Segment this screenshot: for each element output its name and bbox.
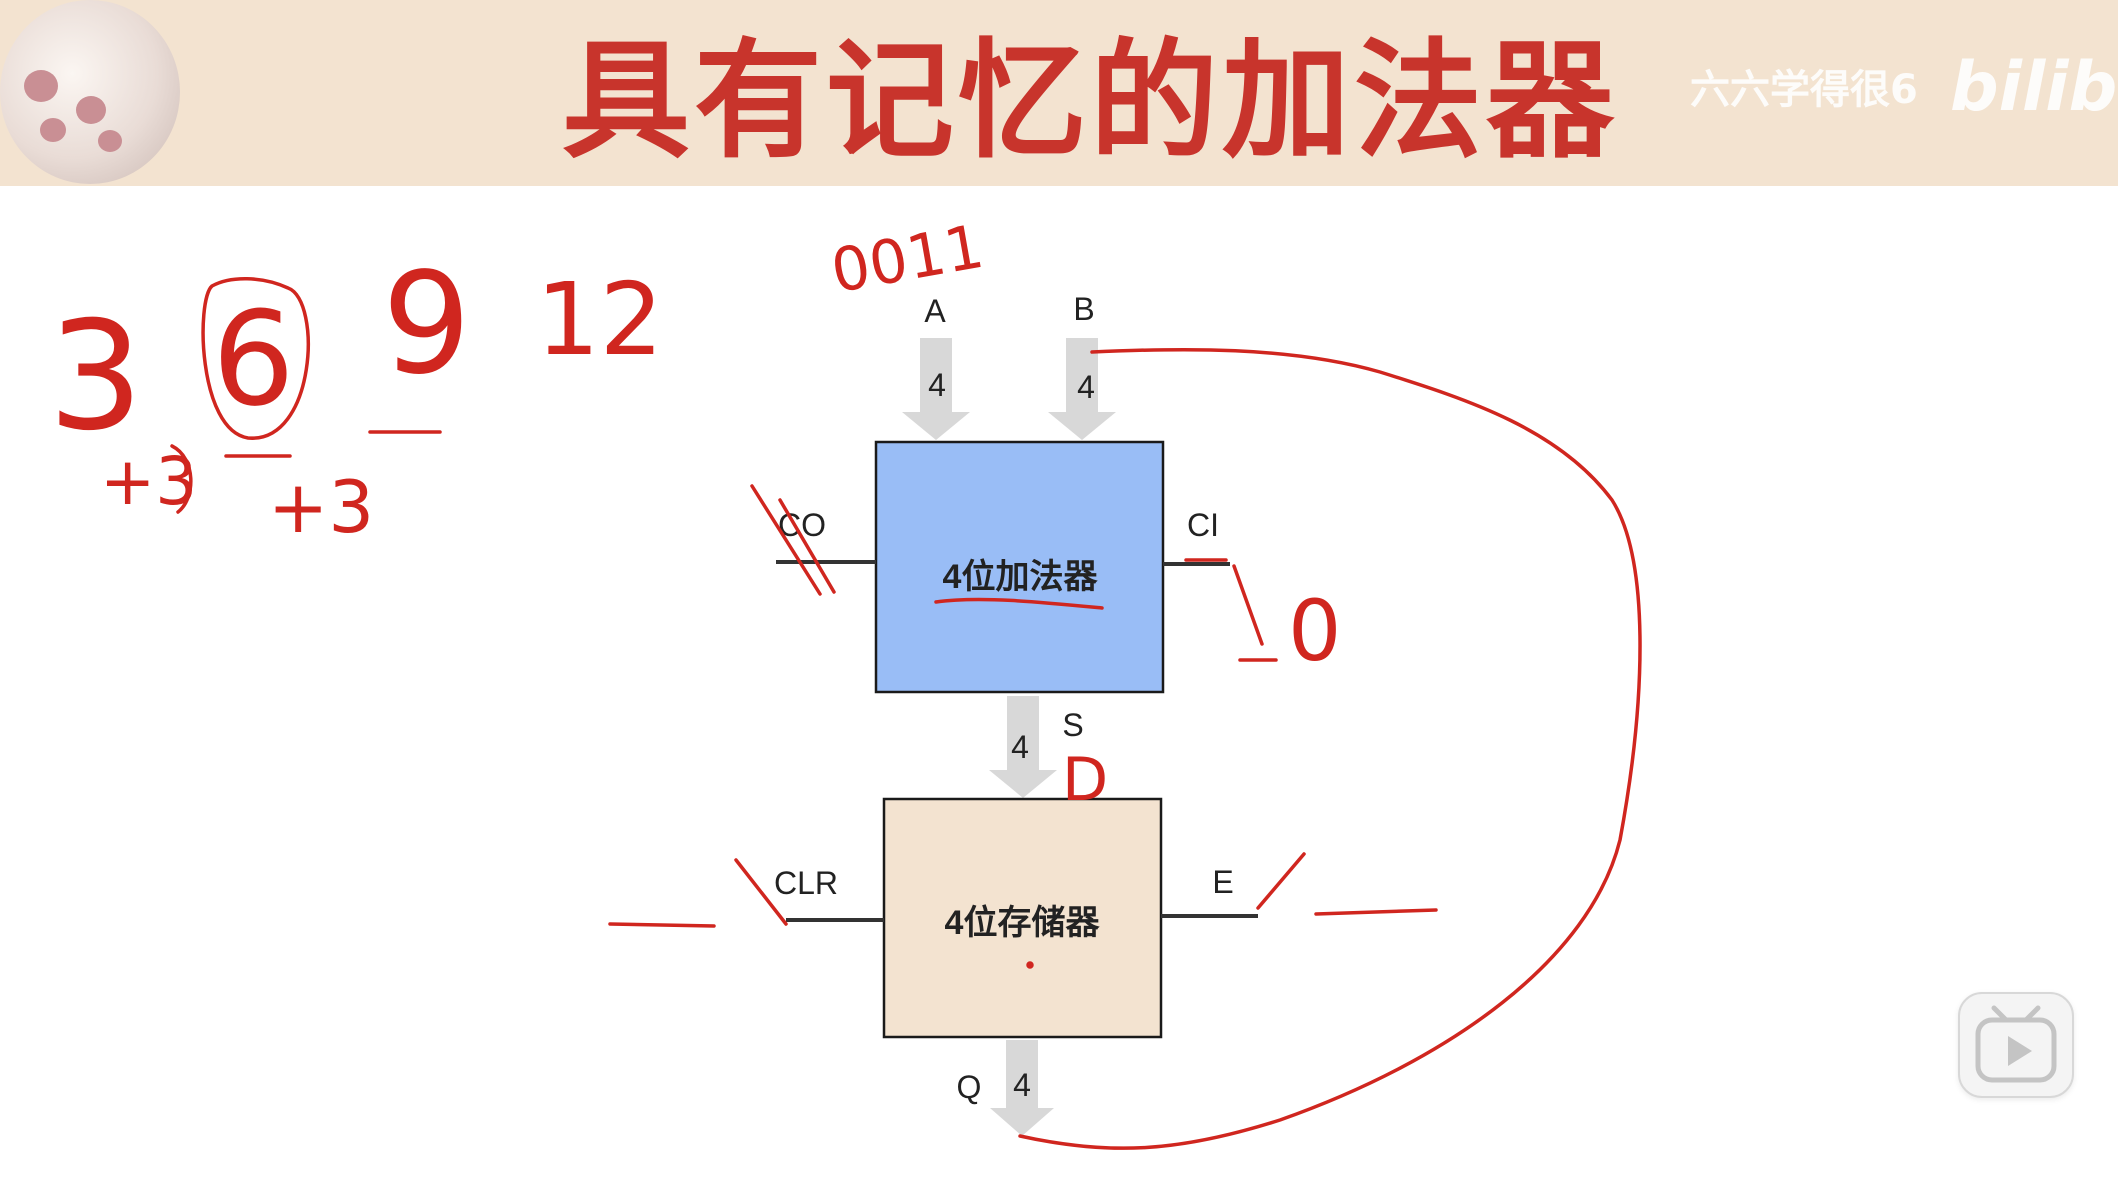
value-6-circle-stroke (201, 277, 310, 440)
register-dot (1026, 961, 1034, 969)
channel-watermark: 六六学得很6 (1690, 67, 1918, 113)
annotation-value-3: 3 (48, 290, 143, 464)
annotation-value-12: 12 (536, 261, 663, 378)
adder-underline-stroke (934, 597, 1104, 610)
register-block (882, 797, 1163, 1039)
carry-in-label: CI (1187, 507, 1219, 543)
sum-label: S (1062, 707, 1083, 743)
play-button[interactable] (1958, 992, 2074, 1098)
sum-arrow (989, 696, 1057, 798)
annotation-carry-in-value: 0 (1288, 582, 1341, 680)
input-b-arrow (1048, 338, 1116, 440)
register-label: 4位存储器 (945, 904, 1101, 942)
enable-label: E (1212, 864, 1233, 900)
annotation-binary-a: 0011 (826, 212, 989, 307)
adder-label: 4位加法器 (943, 558, 1099, 596)
clear-switch-stroke (608, 858, 788, 928)
slide-title: 具有记忆的加法器 (561, 27, 1618, 176)
slide-header: 具有记忆的加法器 六六学得很6 bilibili (0, 0, 2118, 186)
input-a-label: A (924, 293, 946, 329)
clear-label: CLR (774, 865, 838, 901)
carry-out-strike-stroke (750, 484, 836, 596)
carry-in-extend-stroke (1232, 564, 1278, 662)
output-q-width: 4 (1013, 1067, 1031, 1103)
plus-bracket-stroke (170, 444, 193, 514)
input-b-width: 4 (1077, 369, 1095, 405)
annotation-plus-3-first: +3 (100, 443, 197, 520)
feedback-loop-stroke (1018, 347, 1642, 1150)
input-a-arrow (902, 338, 970, 440)
input-b-label: B (1073, 291, 1094, 327)
avatar (0, 0, 180, 184)
enable-switch-stroke (1256, 852, 1438, 916)
play-icon (1975, 1005, 2057, 1083)
annotation-value-6: 6 (212, 283, 295, 435)
annotation-value-9: 9 (382, 243, 471, 406)
output-q-label: Q (957, 1069, 982, 1105)
annotation-sum-mark: D (1062, 745, 1108, 815)
sum-width: 4 (1011, 729, 1029, 765)
output-q-arrow (990, 1040, 1054, 1136)
annotation-plus-3-second: +3 (268, 465, 374, 549)
bilibili-logo: bilibili (1950, 48, 2118, 127)
adder-block (874, 440, 1165, 694)
input-a-width: 4 (928, 367, 946, 403)
